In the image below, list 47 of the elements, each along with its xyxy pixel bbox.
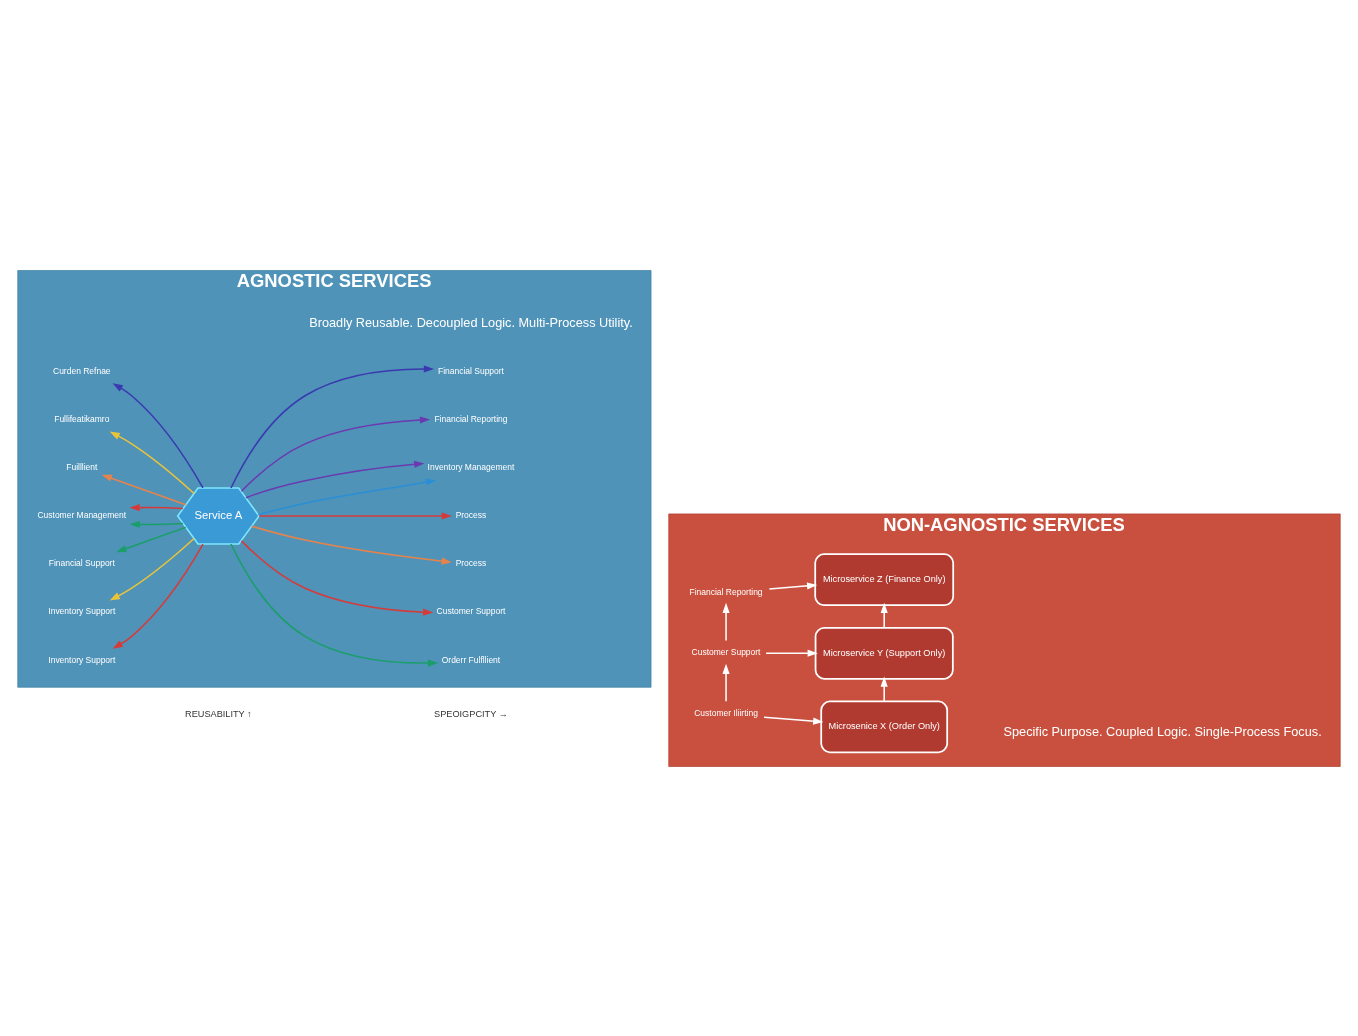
node-text: Process [455, 509, 487, 520]
arrow [245, 460, 425, 499]
node-text: Fullifeatikamro [54, 413, 110, 424]
arrow [112, 382, 204, 489]
node-text: Fuilllient [66, 461, 98, 472]
node-box: Microservice Z (Finance Only) [814, 552, 955, 606]
node-text: Customer Support [691, 646, 761, 657]
arrow [768, 581, 818, 590]
arrow [109, 431, 195, 494]
arrow [129, 520, 184, 528]
node-text: Curden Refnae [53, 365, 111, 376]
arrow [116, 526, 187, 552]
arrow [101, 474, 187, 505]
arrow [880, 602, 888, 628]
arrow [257, 478, 437, 515]
arrow [230, 542, 439, 667]
node-text: Financial Reporting [689, 586, 763, 597]
label: SPEOIGPCITY → [434, 708, 508, 719]
arrow [880, 675, 888, 702]
node-box: Microservice Y (Support Only) [814, 626, 954, 680]
arrow [230, 364, 435, 489]
node-text: Financial Support [437, 365, 504, 376]
node-text: Process [455, 557, 487, 568]
node-box: Microsenice X (Order Only) [820, 700, 949, 753]
node-text: Customer Iliirting [694, 707, 758, 718]
arrow [129, 503, 184, 511]
arrow [240, 415, 431, 492]
node-text: Inventory Management [427, 461, 515, 472]
node-text: Customer Support [436, 605, 506, 616]
label: REUSABILITY ↑ [185, 708, 252, 719]
arrow [240, 539, 434, 616]
arrow [258, 511, 452, 520]
node-text: Inventory Support [48, 654, 116, 665]
node-text: Orderr Fulfllient [441, 654, 501, 665]
node-text: Financial Reporting [434, 413, 508, 424]
node-text: Inventory Support [48, 605, 116, 616]
label: Specific Purpose. Coupled Logic. Single-Process Focus. [1003, 723, 1322, 739]
arrow [109, 537, 195, 600]
arrow [112, 542, 204, 649]
label: Broadly Reusable. Decoupled Logic. Multi-Process Utility. [309, 314, 633, 330]
arrow [722, 602, 730, 641]
node-text: Financial Support [48, 557, 115, 568]
arrow [250, 524, 452, 565]
arrow [765, 649, 818, 657]
arrow [722, 663, 730, 702]
arrow [763, 715, 824, 725]
node-text: Customer Management [37, 509, 127, 520]
